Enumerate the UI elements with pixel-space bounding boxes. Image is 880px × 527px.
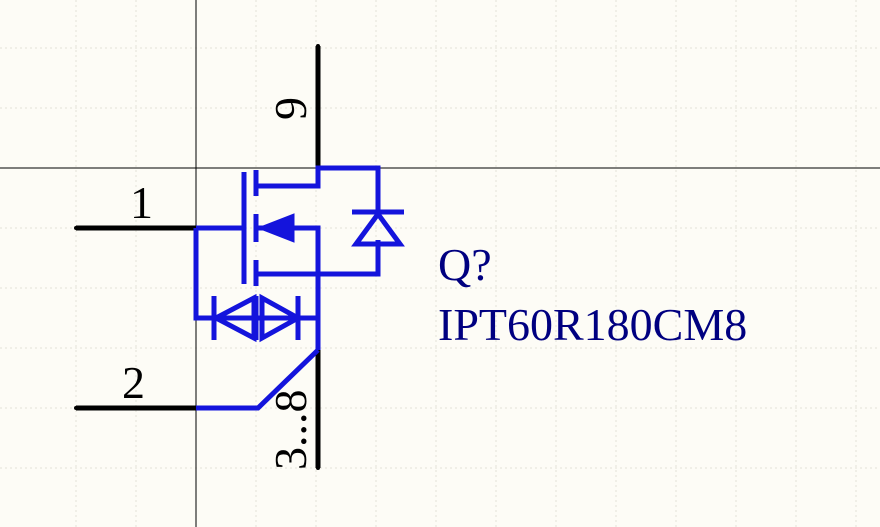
mosfet-symbol[interactable] [193,165,405,411]
pins [76,46,321,468]
body-diode-triangle [351,209,405,247]
designator-label[interactable]: Q? [438,239,492,290]
drain-connection [256,165,381,212]
esd-diode-right-triangle [259,293,304,343]
part-number-label[interactable]: IPT60R180CM8 [438,299,747,350]
pin-number-gate: 1 [130,177,153,228]
esd-diode-lead [193,228,318,321]
kelvin-source-connection [196,348,320,411]
pin-number-source-kelvin: 2 [122,357,145,408]
body-arrow [256,213,295,243]
pin-number-drain: 9 [265,97,316,120]
pin-number-source: 3...8 [265,390,316,471]
pin-end-dots [74,44,320,470]
source-to-diode [318,240,381,277]
